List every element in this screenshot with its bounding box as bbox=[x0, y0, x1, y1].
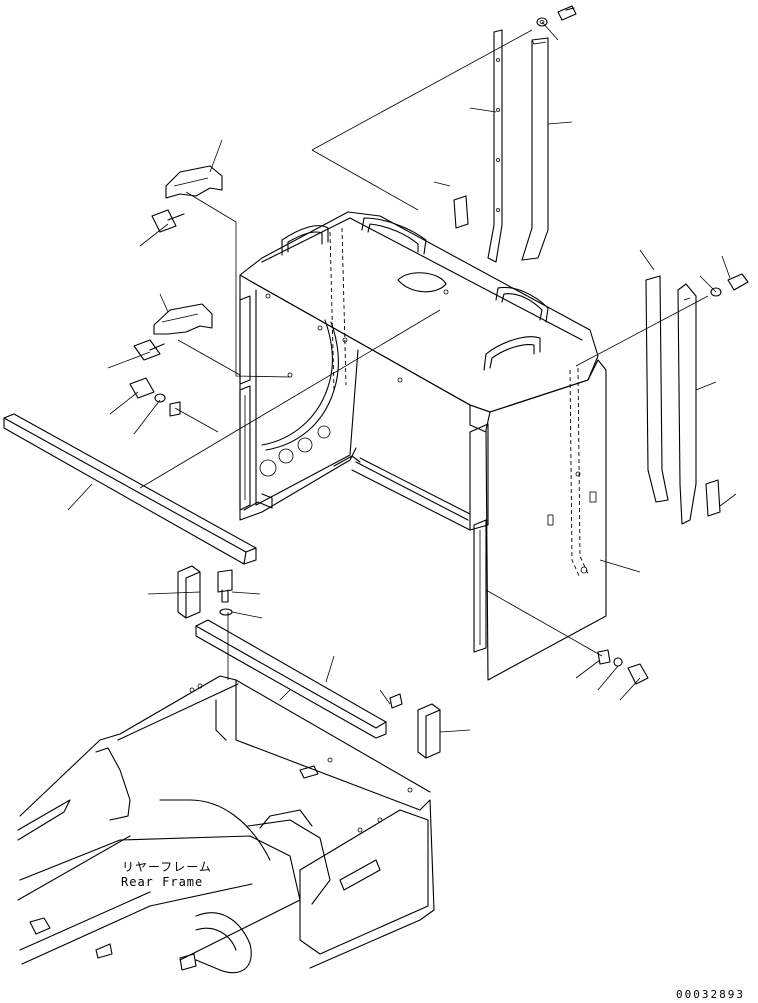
long-bar bbox=[3, 413, 257, 565]
right-seal-strips bbox=[645, 275, 721, 525]
rear-frame-label-japanese: リヤーフレーム bbox=[122, 860, 212, 874]
fasteners bbox=[129, 5, 749, 709]
drawing-number: 00032893 bbox=[676, 988, 745, 1001]
upper-seal-strips bbox=[453, 29, 549, 263]
rubber-blocks bbox=[177, 565, 441, 759]
leader-lines bbox=[67, 21, 737, 733]
housing-cover bbox=[239, 211, 607, 681]
middle-rail bbox=[195, 619, 387, 739]
upper-brackets bbox=[153, 165, 223, 335]
rear-frame bbox=[17, 675, 435, 974]
rear-frame-label-english: Rear Frame bbox=[121, 875, 204, 889]
